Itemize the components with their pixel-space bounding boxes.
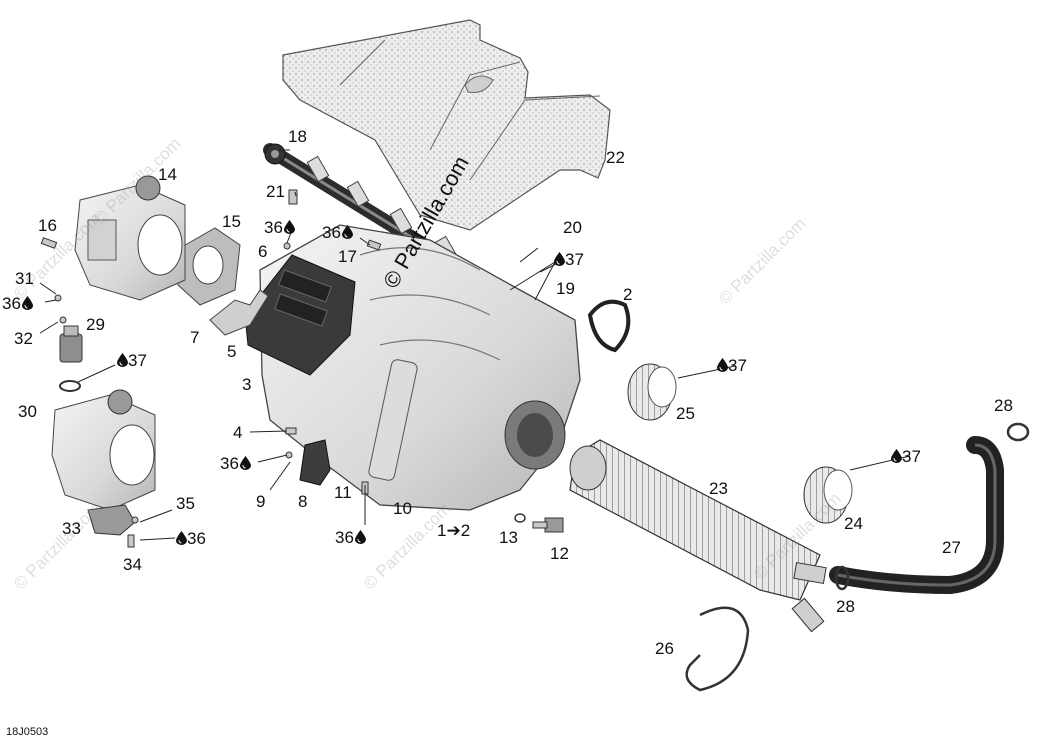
callout-label: 29 xyxy=(86,315,105,334)
o-ring-part-30 xyxy=(59,380,81,392)
gasket-part-2 xyxy=(587,299,631,353)
callout-with-oil-icon: 37 xyxy=(553,251,584,268)
oil-drop-icon xyxy=(176,531,187,545)
callout-label: 26 xyxy=(655,639,674,658)
hose-highlight xyxy=(837,443,997,587)
clamp-part-28-bottom xyxy=(834,565,850,591)
callout-label: 9 xyxy=(256,492,266,511)
throttle-body-part-14 xyxy=(74,175,186,301)
oil-drop-icon xyxy=(239,456,251,470)
washer-part-13 xyxy=(514,513,526,523)
callout-label: 21 xyxy=(266,182,285,201)
callout-with-oil-icon: 37 xyxy=(116,352,147,369)
callout-label: 16 xyxy=(38,216,57,235)
gasket-part-15 xyxy=(177,227,241,306)
callout-with-oil-icon: 37 xyxy=(716,357,747,374)
callout-label: 35 xyxy=(176,494,195,513)
oil-drop-icon xyxy=(717,358,728,372)
oil-drop-icon xyxy=(21,296,33,310)
callout-with-oil-icon: 36 xyxy=(220,455,251,472)
callout-label: 4 xyxy=(233,423,243,442)
callout-with-oil-icon: 36 xyxy=(322,224,353,241)
callout-label: 5 xyxy=(227,342,237,361)
callout-label: 28 xyxy=(994,396,1013,415)
callout-label: 19 xyxy=(556,279,575,298)
sensor-part-29 xyxy=(59,325,83,363)
callout-label: 6 xyxy=(258,242,268,261)
sleeve-part-24 xyxy=(803,466,853,524)
callout-label: 14 xyxy=(158,165,177,184)
callout-label: 10 xyxy=(393,499,412,518)
callout-label: 13 xyxy=(499,528,518,547)
callout-label: 36 xyxy=(220,454,239,473)
callout-label: 36 xyxy=(322,223,341,242)
callout-with-oil-icon: 36 xyxy=(175,530,206,547)
callout-label: 31 xyxy=(15,269,34,288)
callout-label: 11 xyxy=(334,483,352,502)
throttle-body-part-33 xyxy=(51,389,156,511)
callout-label: 18 xyxy=(288,127,307,146)
oil-drop-icon xyxy=(891,449,902,463)
callout-label: 8 xyxy=(298,492,308,511)
diagram-reference-code: 18J0503 xyxy=(6,726,49,738)
callout-label: 36 xyxy=(2,294,21,313)
callout-label: 2 xyxy=(623,285,633,304)
callout-label: 15 xyxy=(222,212,241,231)
control-module-part-5 xyxy=(244,254,356,376)
callout-label: 28 xyxy=(836,597,855,616)
callout-with-oil-icon: 37 xyxy=(890,448,921,465)
callout-label: 3 xyxy=(242,375,252,394)
callout-label: 37 xyxy=(128,351,147,370)
clamp-part-28-top xyxy=(1006,422,1030,442)
callout-label: 34 xyxy=(123,555,142,574)
sensor-part-12 xyxy=(532,517,564,533)
oil-drop-icon xyxy=(554,252,565,266)
sensor-part-35 xyxy=(87,504,136,536)
callout-label: 37 xyxy=(728,356,747,375)
callout-label: 36 xyxy=(187,529,206,548)
callout-label: 1➔2 xyxy=(437,521,471,540)
oil-drop-icon xyxy=(354,530,366,544)
engine-cover-part-22 xyxy=(282,19,611,231)
bracket-part-7 xyxy=(209,289,269,336)
oil-drop-icon xyxy=(117,353,128,367)
callout-label: 32 xyxy=(14,329,33,348)
callout-label: 36 xyxy=(264,218,283,237)
callout-label: 7 xyxy=(190,328,200,347)
callout-with-oil-icon: 36 xyxy=(2,295,33,312)
callout-label: 36 xyxy=(335,528,354,547)
sleeve-part-25 xyxy=(627,363,677,421)
callout-label: 23 xyxy=(709,479,728,498)
intercooler-part-23 xyxy=(569,439,827,633)
callout-label: 27 xyxy=(942,538,961,557)
callout-label: 22 xyxy=(606,148,625,167)
callout-label: 24 xyxy=(844,514,863,533)
sensor-part-8 xyxy=(299,439,331,486)
callout-label: 25 xyxy=(676,404,695,423)
callout-with-oil-icon: 36 xyxy=(264,219,295,236)
oil-drop-icon xyxy=(283,220,295,234)
callout-label: 37 xyxy=(902,447,921,466)
callout-label: 12 xyxy=(550,544,569,563)
callout-label: 30 xyxy=(18,402,37,421)
clamp-part-26 xyxy=(685,606,750,692)
callout-label: 33 xyxy=(62,519,81,538)
callout-with-oil-icon: 36 xyxy=(335,529,366,546)
oil-drop-icon xyxy=(341,225,353,239)
callout-label: 37 xyxy=(565,250,584,269)
callout-label: 20 xyxy=(563,218,582,237)
callout-label: 17 xyxy=(338,247,357,266)
